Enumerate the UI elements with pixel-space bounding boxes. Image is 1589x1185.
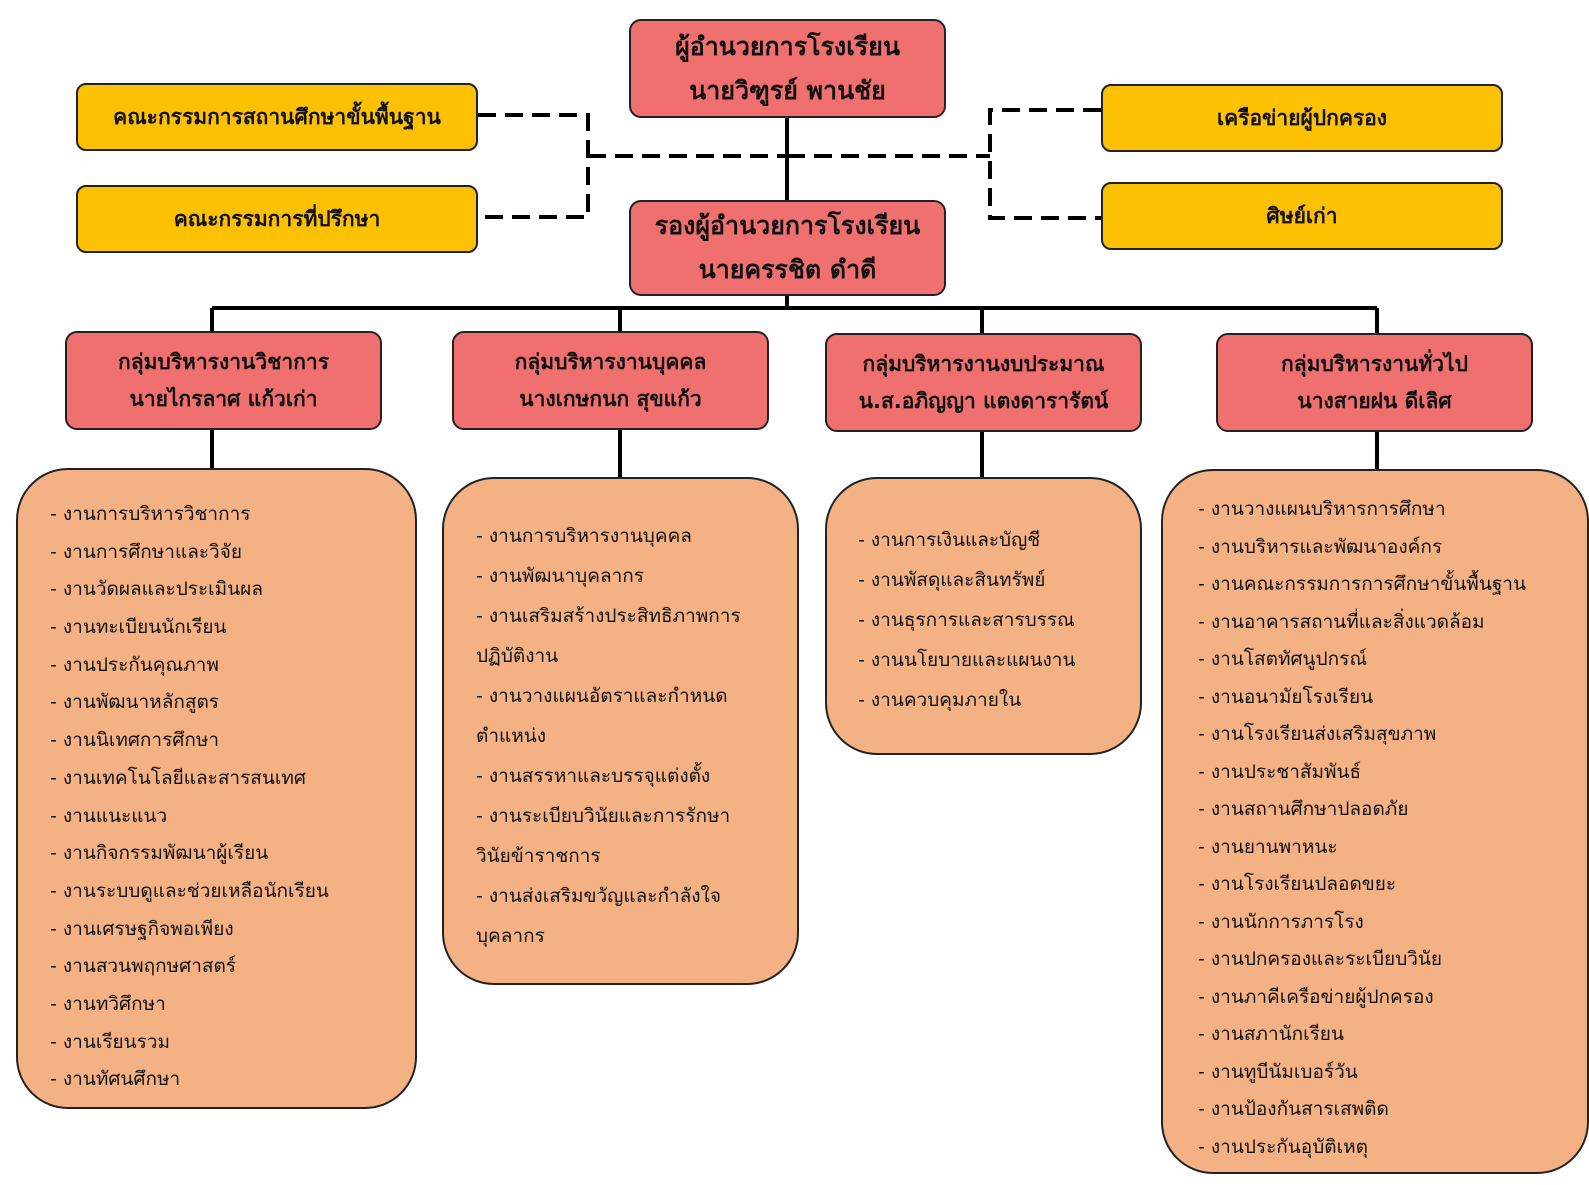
director-box: ผู้อำนวยการโรงเรียน นายวิฑูรย์ พานชัย <box>629 19 946 118</box>
group-general-head: นางสายฝน ดีเลิศ <box>1297 388 1452 413</box>
task-item: - งานพัฒนาบุคลากร <box>476 565 644 587</box>
network-dashed-connector <box>988 108 1101 220</box>
task-item: ตำแหน่ง <box>476 725 547 747</box>
committee-dashed-connector <box>478 113 590 219</box>
task-item: - งานเสริมสร้างประสิทธิภาพการ <box>476 605 741 627</box>
task-item: - งานวางแผนบริหารการศึกษา <box>1198 498 1446 520</box>
task-item: - งานบริหารและพัฒนาองค์กร <box>1198 535 1443 558</box>
task-item: - งานสภานักเรียน <box>1198 1023 1344 1045</box>
committee-basic-education-box: คณะกรรมการสถานศึกษาขั้นพื้นฐาน <box>76 83 478 151</box>
task-item: - งานเรียนรวม <box>50 1030 171 1053</box>
committee-basic-education-label: คณะกรรมการสถานศึกษาขั้นพื้นฐาน <box>113 104 441 129</box>
group-personnel-title: กลุ่มบริหารงานบุคคล <box>514 349 707 374</box>
task-item: - งานการบริหารงานบุคคล <box>476 525 692 547</box>
task-item: - งานระบบดูและช่วยเหลือนักเรียน <box>50 879 329 902</box>
group-personnel-task-list: - งานการบริหารงานบุคคล - งานพัฒนาบุคลากร -… <box>442 477 799 985</box>
task-item: - งานแนะแนว <box>50 804 168 827</box>
group-budget-task-list: - งานการเงินและบัญชี - งานพัสดุและสินทรัพ… <box>825 477 1142 755</box>
task-item: - งานโรงเรียนส่งเสริมสุขภาพ <box>1198 723 1437 745</box>
task-item: - งานวัดผลและประเมินผล <box>50 578 263 601</box>
task-item: - งานคณะกรรมการการศึกษาขั้นพื้นฐาน <box>1198 573 1526 595</box>
group-personnel-head: นางเกษกนก สุขแก้ว <box>519 386 702 411</box>
task-item: - งานโสตทัศนูปกรณ์ <box>1198 648 1367 670</box>
deputy-title: รองผู้อำนวยการโรงเรียน <box>654 211 921 241</box>
group-academic-title: กลุ่มบริหารงานวิชาการ <box>118 349 329 374</box>
task-item: - งานสวนพฤกษศาสตร์ <box>50 955 237 978</box>
committee-advisory-label: คณะกรรมการที่ปรึกษา <box>173 206 381 231</box>
group-budget-title: กลุ่มบริหารงานงบประมาณ <box>862 351 1105 376</box>
task-items: - งานการบริหารวิชาการ - งานการศึกษาและวิจ… <box>50 496 415 1099</box>
group-academic-task-list: - งานการบริหารวิชาการ - งานการศึกษาและวิจ… <box>16 468 417 1109</box>
group-general-box: กลุ่มบริหารงานทั่วไป นางสายฝน ดีเลิศ <box>1216 333 1533 432</box>
group-general-task-list: - งานวางแผนบริหารการศึกษา - งานบริหารและพ… <box>1161 469 1589 1174</box>
task-item: - งานอนามัยโรงเรียน <box>1198 685 1374 708</box>
group-general-title: กลุ่มบริหารงานทั่วไป <box>1281 351 1468 376</box>
task-item: - งานสถานศึกษาปลอดภัย <box>1198 798 1409 820</box>
alumni-box: ศิษย์เก่า <box>1101 182 1503 250</box>
group-personnel-box: กลุ่มบริหารงานบุคคล นางเกษกนก สุขแก้ว <box>452 331 769 430</box>
task-item: - งานกิจกรรมพัฒนาผู้เรียน <box>50 842 269 865</box>
task-item: - งานเทคโนโลยีและสารสนเทศ <box>50 766 306 789</box>
task-item: บุคลากร <box>476 925 545 947</box>
task-item: - งานควบคุมภายใน <box>858 689 1022 711</box>
task-item: - งานทะเบียนนักเรียน <box>50 616 227 639</box>
task-item: - งานพัฒนาหลักสูตร <box>50 691 219 714</box>
task-item: - งานการบริหารวิชาการ <box>50 503 251 525</box>
task-item: - งานประกันคุณภาพ <box>50 653 219 676</box>
task-item: - งานการเงินและบัญชี <box>858 529 1041 551</box>
task-item: - งานระเบียบวินัยและการรักษา <box>476 805 731 827</box>
group-academic-head: นายไกรลาศ แก้วเก่า <box>129 386 318 411</box>
task-item: - งานเศรษฐกิจพอเพียง <box>50 917 234 940</box>
task-item: - งานภาคีเครือข่ายผู้ปกครอง <box>1198 985 1434 1008</box>
task-item: - งานประกันอุบัติเหตุ <box>1198 1135 1368 1158</box>
task-items: - งานวางแผนบริหารการศึกษา - งานบริหารและพ… <box>1198 491 1587 1166</box>
task-item: - งานทูบีนัมเบอร์วัน <box>1198 1060 1358 1083</box>
task-item: วินัยข้าราชการ <box>476 845 601 867</box>
committee-advisory-box: คณะกรรมการที่ปรึกษา <box>76 185 478 253</box>
group-academic-box: กลุ่มบริหารงานวิชาการ นายไกรลาศ แก้วเก่า <box>65 331 382 430</box>
director-title: ผู้อำนวยการโรงเรียน <box>675 31 900 61</box>
task-item: - งานโรงเรียนปลอดขยะ <box>1198 873 1397 895</box>
task-item: - งานนโยบายและแผนงาน <box>858 649 1076 671</box>
task-item: - งานส่งเสริมขวัญและกำลังใจ <box>476 885 721 907</box>
task-item: - งานยานพาหนะ <box>1198 835 1338 858</box>
parent-network-box: เครือข่ายผู้ปกครอง <box>1101 84 1503 152</box>
task-item: - งานทัศนศึกษา <box>50 1068 181 1091</box>
task-item: - งานการศึกษาและวิจัย <box>50 540 242 563</box>
deputy-box: รองผู้อำนวยการโรงเรียน นายครรชิต ดำดี <box>629 200 946 296</box>
task-item: - งานนิเทศการศึกษา <box>50 729 220 752</box>
task-item: - งานวางแผนอัตราและกำหนด <box>476 685 728 707</box>
task-item: - งานธุรการและสารบรรณ <box>858 609 1075 631</box>
task-item: - งานอาคารสถานที่และสิ่งแวดล้อม <box>1198 610 1485 633</box>
group-budget-head: น.ส.อภิญญา แตงดารารัตน์ <box>858 388 1109 413</box>
director-name: นายวิฑูรย์ พานชัย <box>689 75 886 105</box>
task-item: - งานสรรหาและบรรจุแต่งตั้ง <box>476 765 711 787</box>
parent-network-label: เครือข่ายผู้ปกครอง <box>1216 105 1388 130</box>
task-items: - งานการเงินและบัญชี - งานพัสดุและสินทรัพ… <box>858 520 1140 720</box>
task-item: - งานป้องกันสารเสพติด <box>1198 1098 1389 1120</box>
task-items: - งานการบริหารงานบุคคล - งานพัฒนาบุคลากร -… <box>476 516 797 956</box>
task-item: ปฏิบัติงาน <box>476 645 559 667</box>
group-budget-box: กลุ่มบริหารงานงบประมาณ น.ส.อภิญญา แตงดาร… <box>825 333 1142 432</box>
task-item: - งานประชาสัมพันธ์ <box>1198 760 1362 783</box>
task-item: - งานปกครองและระเบียบวินัย <box>1198 948 1443 970</box>
task-item: - งานนักการภารโรง <box>1198 910 1364 933</box>
task-item: - งานพัสดุและสินทรัพย์ <box>858 569 1046 591</box>
deputy-name: นายครรชิต ดำดี <box>698 255 877 284</box>
task-item: - งานทวิศึกษา <box>50 992 166 1015</box>
alumni-label: ศิษย์เก่า <box>1266 203 1338 228</box>
